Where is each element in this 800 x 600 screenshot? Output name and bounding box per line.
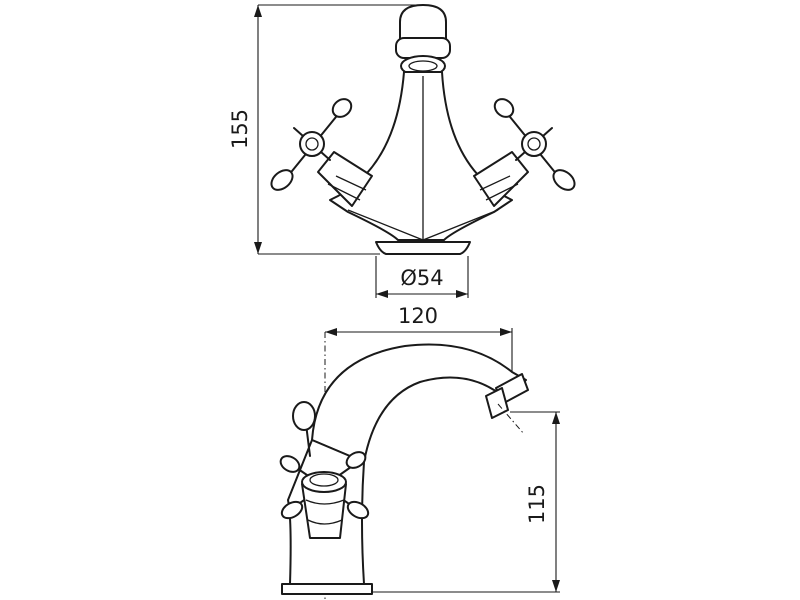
dimension-diameter-54: Ø54 bbox=[375, 256, 469, 298]
front-left-cross-handle bbox=[270, 98, 353, 191]
front-spout-cap bbox=[399, 4, 447, 41]
front-body bbox=[329, 71, 513, 241]
dimension-label-115: 115 bbox=[525, 484, 549, 524]
side-view: 120 115 bbox=[279, 304, 560, 600]
side-spout bbox=[311, 343, 527, 463]
dimension-115: 115 bbox=[372, 411, 560, 593]
dimension-155: 155 bbox=[228, 4, 420, 255]
dimension-120: 120 bbox=[325, 304, 513, 380]
side-popup-lever bbox=[292, 401, 316, 457]
dimension-label-120: 120 bbox=[398, 304, 438, 328]
front-view: 155 bbox=[228, 4, 576, 298]
dimension-label-155: 155 bbox=[228, 109, 252, 149]
dimension-label-54: Ø54 bbox=[400, 266, 443, 290]
front-right-cross-handle bbox=[493, 98, 576, 191]
front-base bbox=[375, 241, 471, 255]
side-cross-handle bbox=[279, 451, 370, 539]
side-base bbox=[281, 583, 373, 595]
